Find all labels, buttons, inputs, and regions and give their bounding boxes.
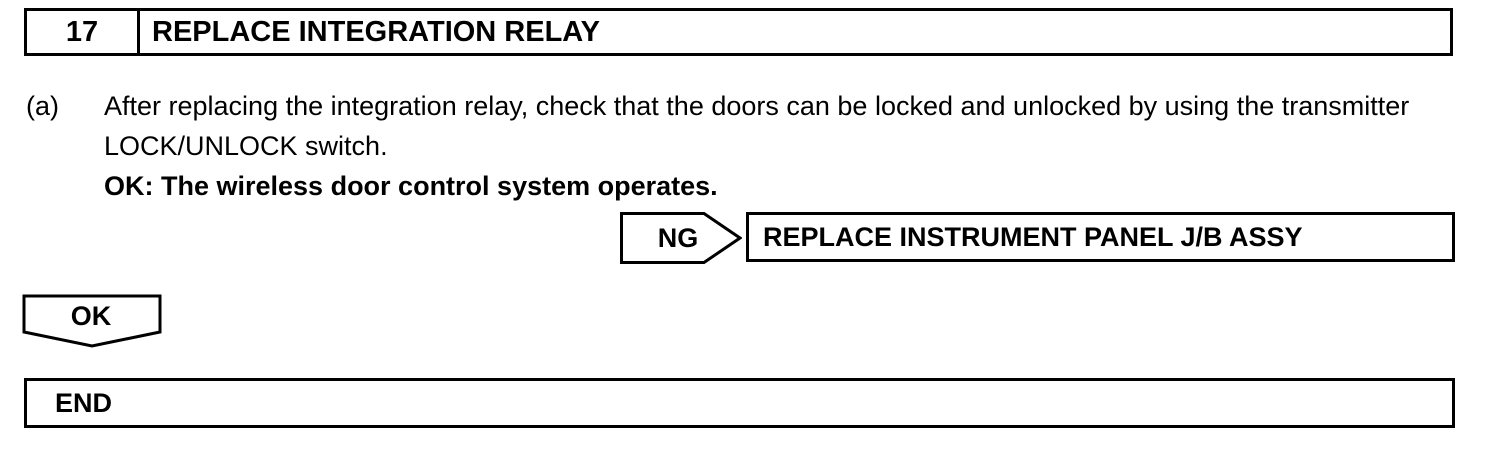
step-number: 17	[27, 11, 140, 53]
instruction-block: (a) After replacing the integration rela…	[26, 86, 1458, 206]
ng-label: NG	[657, 222, 699, 253]
instruction-text: After replacing the integration relay, c…	[104, 91, 1410, 161]
ng-action-box: REPLACE INSTRUMENT PANEL J/B ASSY	[746, 212, 1455, 262]
step-header: 17 REPLACE INTEGRATION RELAY	[24, 8, 1453, 56]
instruction-body: After replacing the integration relay, c…	[104, 86, 1458, 206]
ok-down-arrow-icon	[22, 294, 162, 348]
ok-result-text: OK: The wireless door control system ope…	[104, 171, 718, 201]
ng-arrow-icon	[620, 212, 742, 264]
step-title: REPLACE INTEGRATION RELAY	[152, 15, 600, 48]
ok-label: OK	[70, 300, 112, 331]
instruction-marker: (a)	[26, 91, 59, 121]
end-box: END	[24, 378, 1455, 428]
